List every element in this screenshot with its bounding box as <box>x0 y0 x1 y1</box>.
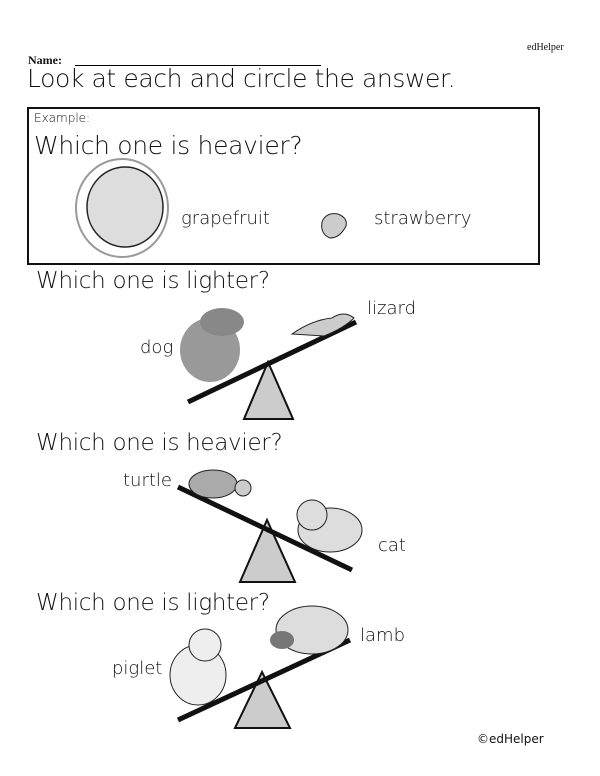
grapefruit-image <box>75 158 169 258</box>
example-box <box>27 107 540 265</box>
option-cat[interactable]: cat <box>378 535 406 556</box>
question-1: Which one is lighter? <box>36 268 270 294</box>
instructions: Look at each and circle the answer. <box>27 64 456 93</box>
option-grapefruit[interactable]: grapefruit <box>181 208 270 229</box>
question-2: Which one is heavier? <box>36 430 283 456</box>
question-3: Which one is lighter? <box>36 590 270 616</box>
name-field[interactable] <box>75 65 321 66</box>
option-piglet[interactable]: piglet <box>112 658 163 679</box>
option-lamb[interactable]: lamb <box>360 625 405 646</box>
strawberry-image <box>321 213 347 239</box>
footer-copyright: ©edHelper <box>477 732 544 746</box>
turtle-image <box>188 469 252 499</box>
piglet-image <box>169 628 227 706</box>
example-label: Example: <box>34 111 91 125</box>
option-turtle[interactable]: turtle <box>123 470 172 491</box>
name-label: Name: <box>28 53 62 67</box>
dog-image <box>180 308 244 382</box>
seesaw-1 <box>180 308 358 420</box>
example-question: Which one is heavier? <box>34 131 303 160</box>
brand-label: edHelper <box>527 42 564 53</box>
seesaw-2 <box>176 469 363 583</box>
lamb-image <box>270 605 349 655</box>
cat-image <box>296 499 363 553</box>
seesaw-3 <box>169 605 352 729</box>
option-dog[interactable]: dog <box>140 337 174 358</box>
option-lizard[interactable]: lizard <box>367 298 416 319</box>
lizard-image <box>290 313 355 337</box>
option-strawberry[interactable]: strawberry <box>374 208 472 229</box>
